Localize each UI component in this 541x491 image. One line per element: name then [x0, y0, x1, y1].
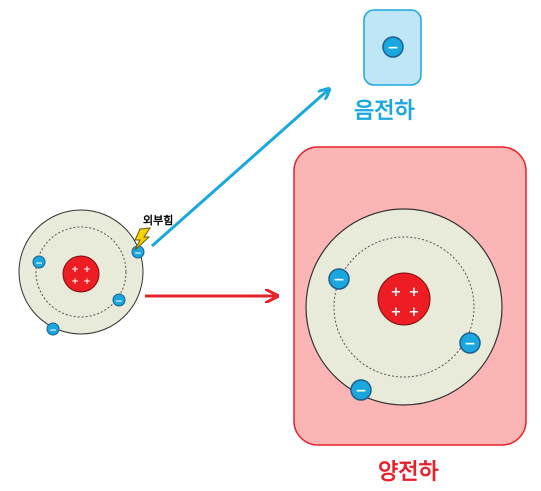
svg-text:+: +	[83, 277, 91, 287]
svg-text:−: −	[134, 249, 142, 259]
electron: −	[328, 268, 350, 290]
electron: −	[112, 293, 126, 307]
electron: −	[350, 379, 372, 401]
lightning-icon	[134, 227, 152, 251]
svg-text:+: +	[391, 305, 402, 320]
svg-text:+: +	[83, 265, 91, 275]
svg-text:+: +	[71, 265, 79, 275]
electron: −	[46, 322, 60, 336]
svg-text:−: −	[464, 336, 476, 352]
external-force-label: 외부힘	[143, 214, 174, 227]
positive-charge-label: 양전하	[378, 460, 439, 485]
nucleus: + + + +	[62, 255, 100, 293]
svg-text:+: +	[391, 285, 402, 300]
svg-text:−: −	[115, 297, 123, 307]
nucleus: + + + +	[377, 272, 431, 326]
svg-text:−: −	[333, 272, 345, 288]
svg-text:+: +	[409, 305, 420, 320]
electron: −	[32, 255, 46, 269]
electron-orbit	[333, 236, 475, 378]
negative-charge-panel: −	[363, 9, 422, 86]
electron-sign: −	[387, 40, 399, 56]
negative-charge-label: 음전하	[354, 99, 415, 124]
svg-text:+: +	[71, 277, 79, 287]
free-electron: −	[382, 36, 404, 58]
svg-text:−: −	[35, 259, 43, 269]
svg-text:−: −	[355, 383, 367, 399]
svg-text:+: +	[409, 285, 420, 300]
small-atom: + + + + − − − −	[18, 209, 145, 336]
electron-orbit	[35, 226, 127, 318]
electron: −	[459, 332, 481, 354]
escaping-electron: −	[131, 245, 145, 259]
arrow-to-negative	[151, 90, 328, 248]
svg-text:−: −	[49, 326, 57, 336]
large-atom: + + + + − − −	[305, 208, 503, 406]
